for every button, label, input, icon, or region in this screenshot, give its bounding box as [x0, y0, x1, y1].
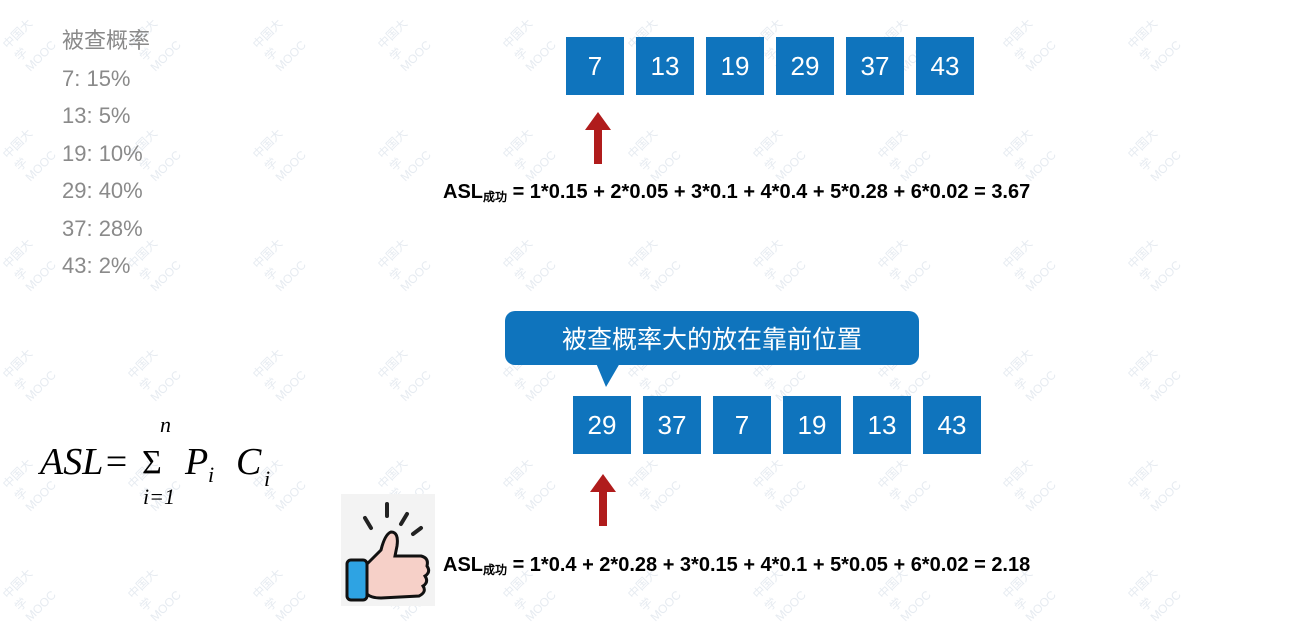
- formula-sub: 成功: [483, 563, 508, 577]
- probability-title: 被查概率: [62, 28, 151, 53]
- watermark-text: 中国大学MOOC: [249, 126, 309, 185]
- watermark-text: 中国大学MOOC: [1124, 16, 1184, 75]
- up-arrow-icon: [585, 112, 611, 164]
- watermark-text: 中国大学MOOC: [1124, 236, 1184, 295]
- watermark-text: 中国大学MOOC: [124, 566, 184, 624]
- watermark-text: 中国大学MOOC: [874, 236, 934, 295]
- compare-subscript: i: [264, 466, 271, 491]
- asl-general-formula: ASL= Σ n i=1 P i C i: [40, 412, 290, 518]
- sequence-cell: 37: [643, 396, 701, 454]
- asl-lhs: ASL=: [40, 441, 129, 483]
- watermark-text: 中国大学MOOC: [249, 236, 309, 295]
- watermark-text: 中国大学MOOC: [1124, 346, 1184, 405]
- probability-item: 7: 15%: [62, 65, 131, 91]
- asl-bottom-formula: ASL成功 = 1*0.4 + 2*0.28 + 3*0.15 + 4*0.1 …: [443, 554, 1030, 577]
- watermark-text: 中国大学MOOC: [0, 566, 59, 624]
- sequence-cell: 19: [783, 396, 841, 454]
- watermark-text: 中国大学MOOC: [0, 126, 59, 185]
- formula-lhs: ASL: [443, 181, 483, 203]
- watermark-text: 中国大学MOOC: [749, 236, 809, 295]
- watermark-text: 中国大学MOOC: [499, 126, 559, 185]
- watermark-text: 中国大学MOOC: [999, 456, 1059, 515]
- watermark-text: 中国大学MOOC: [124, 346, 184, 405]
- probability-item: 19: 10%: [62, 140, 143, 166]
- watermark-text: 中国大学MOOC: [374, 126, 434, 185]
- prob-subscript: i: [208, 462, 215, 487]
- callout-bubble: 被查概率大的放在靠前位置: [505, 311, 919, 365]
- watermark-text: 中国大学MOOC: [0, 16, 59, 75]
- probability-item: 43: 2%: [62, 253, 131, 278]
- formula-rhs: = 1*0.4 + 2*0.28 + 3*0.15 + 4*0.1 + 5*0.…: [507, 554, 1031, 576]
- watermark-text: 中国大学MOOC: [0, 236, 59, 295]
- probability-list: 被查概率 7: 15% 13: 5% 19: 10% 29: 40% 37: 2…: [62, 22, 150, 285]
- sum-lower-bound: i=1: [143, 484, 175, 509]
- watermark-text: 中国大学MOOC: [874, 456, 934, 515]
- sequence-cell: 43: [916, 37, 974, 95]
- probability-item: 13: 5%: [62, 103, 131, 128]
- watermark-text: 中国大学MOOC: [999, 236, 1059, 295]
- sequence-cell: 29: [573, 396, 631, 454]
- asl-top-formula: ASL成功 = 1*0.15 + 2*0.05 + 3*0.1 + 4*0.4 …: [443, 181, 1030, 204]
- callout-tail: [596, 363, 620, 387]
- watermark-text: 中国大学MOOC: [624, 456, 684, 515]
- compare-symbol: C: [236, 441, 262, 483]
- sequence-cell: 37: [846, 37, 904, 95]
- up-arrow-icon: [590, 474, 616, 526]
- probability-item: 29: 40%: [62, 178, 143, 203]
- watermark-text: 中国大学MOOC: [874, 126, 934, 185]
- sequence-cell: 7: [566, 37, 624, 95]
- watermark-text: 中国大学MOOC: [249, 566, 309, 624]
- watermark-text: 中国大学MOOC: [1124, 456, 1184, 515]
- watermark-text: 中国大学MOOC: [374, 236, 434, 295]
- watermark-text: 中国大学MOOC: [999, 346, 1059, 405]
- formula-rhs: = 1*0.15 + 2*0.05 + 3*0.1 + 4*0.4 + 5*0.…: [507, 181, 1031, 203]
- sum-upper-bound: n: [160, 412, 171, 437]
- sequence-cell: 13: [636, 37, 694, 95]
- sequence-cell: 19: [706, 37, 764, 95]
- watermark-text: 中国大学MOOC: [999, 16, 1059, 75]
- watermark-text: 中国大学MOOC: [1124, 126, 1184, 185]
- watermark-text: 中国大学MOOC: [249, 16, 309, 75]
- watermark-text: 中国大学MOOC: [1124, 566, 1184, 624]
- watermark-text: 中国大学MOOC: [749, 456, 809, 515]
- sequence-cell: 29: [776, 37, 834, 95]
- sequence-cell: 13: [853, 396, 911, 454]
- thumbs-up-icon: [341, 494, 435, 606]
- watermark-text: 中国大学MOOC: [499, 236, 559, 295]
- formula-sub: 成功: [483, 190, 508, 204]
- top-sequence: 7 13 19 29 37 43: [566, 37, 974, 95]
- prob-symbol: P: [185, 441, 209, 483]
- watermark-text: 中国大学MOOC: [624, 126, 684, 185]
- watermark-text: 中国大学MOOC: [749, 126, 809, 185]
- formula-lhs: ASL: [443, 554, 483, 576]
- bottom-sequence: 29 37 7 19 13 43: [573, 396, 981, 454]
- watermark-text: 中国大学MOOC: [624, 236, 684, 295]
- watermark-text: 中国大学MOOC: [499, 456, 559, 515]
- watermark-text: 中国大学MOOC: [0, 346, 59, 405]
- sigma-symbol: Σ: [142, 444, 162, 481]
- probability-item: 37: 28%: [62, 215, 143, 241]
- watermark-text: 中国大学MOOC: [249, 346, 309, 405]
- sequence-cell: 43: [923, 396, 981, 454]
- watermark-text: 中国大学MOOC: [374, 346, 434, 405]
- watermark-text: 中国大学MOOC: [999, 126, 1059, 185]
- watermark-text: 中国大学MOOC: [374, 16, 434, 75]
- watermark-text: 中国大学MOOC: [499, 16, 559, 75]
- sequence-cell: 7: [713, 396, 771, 454]
